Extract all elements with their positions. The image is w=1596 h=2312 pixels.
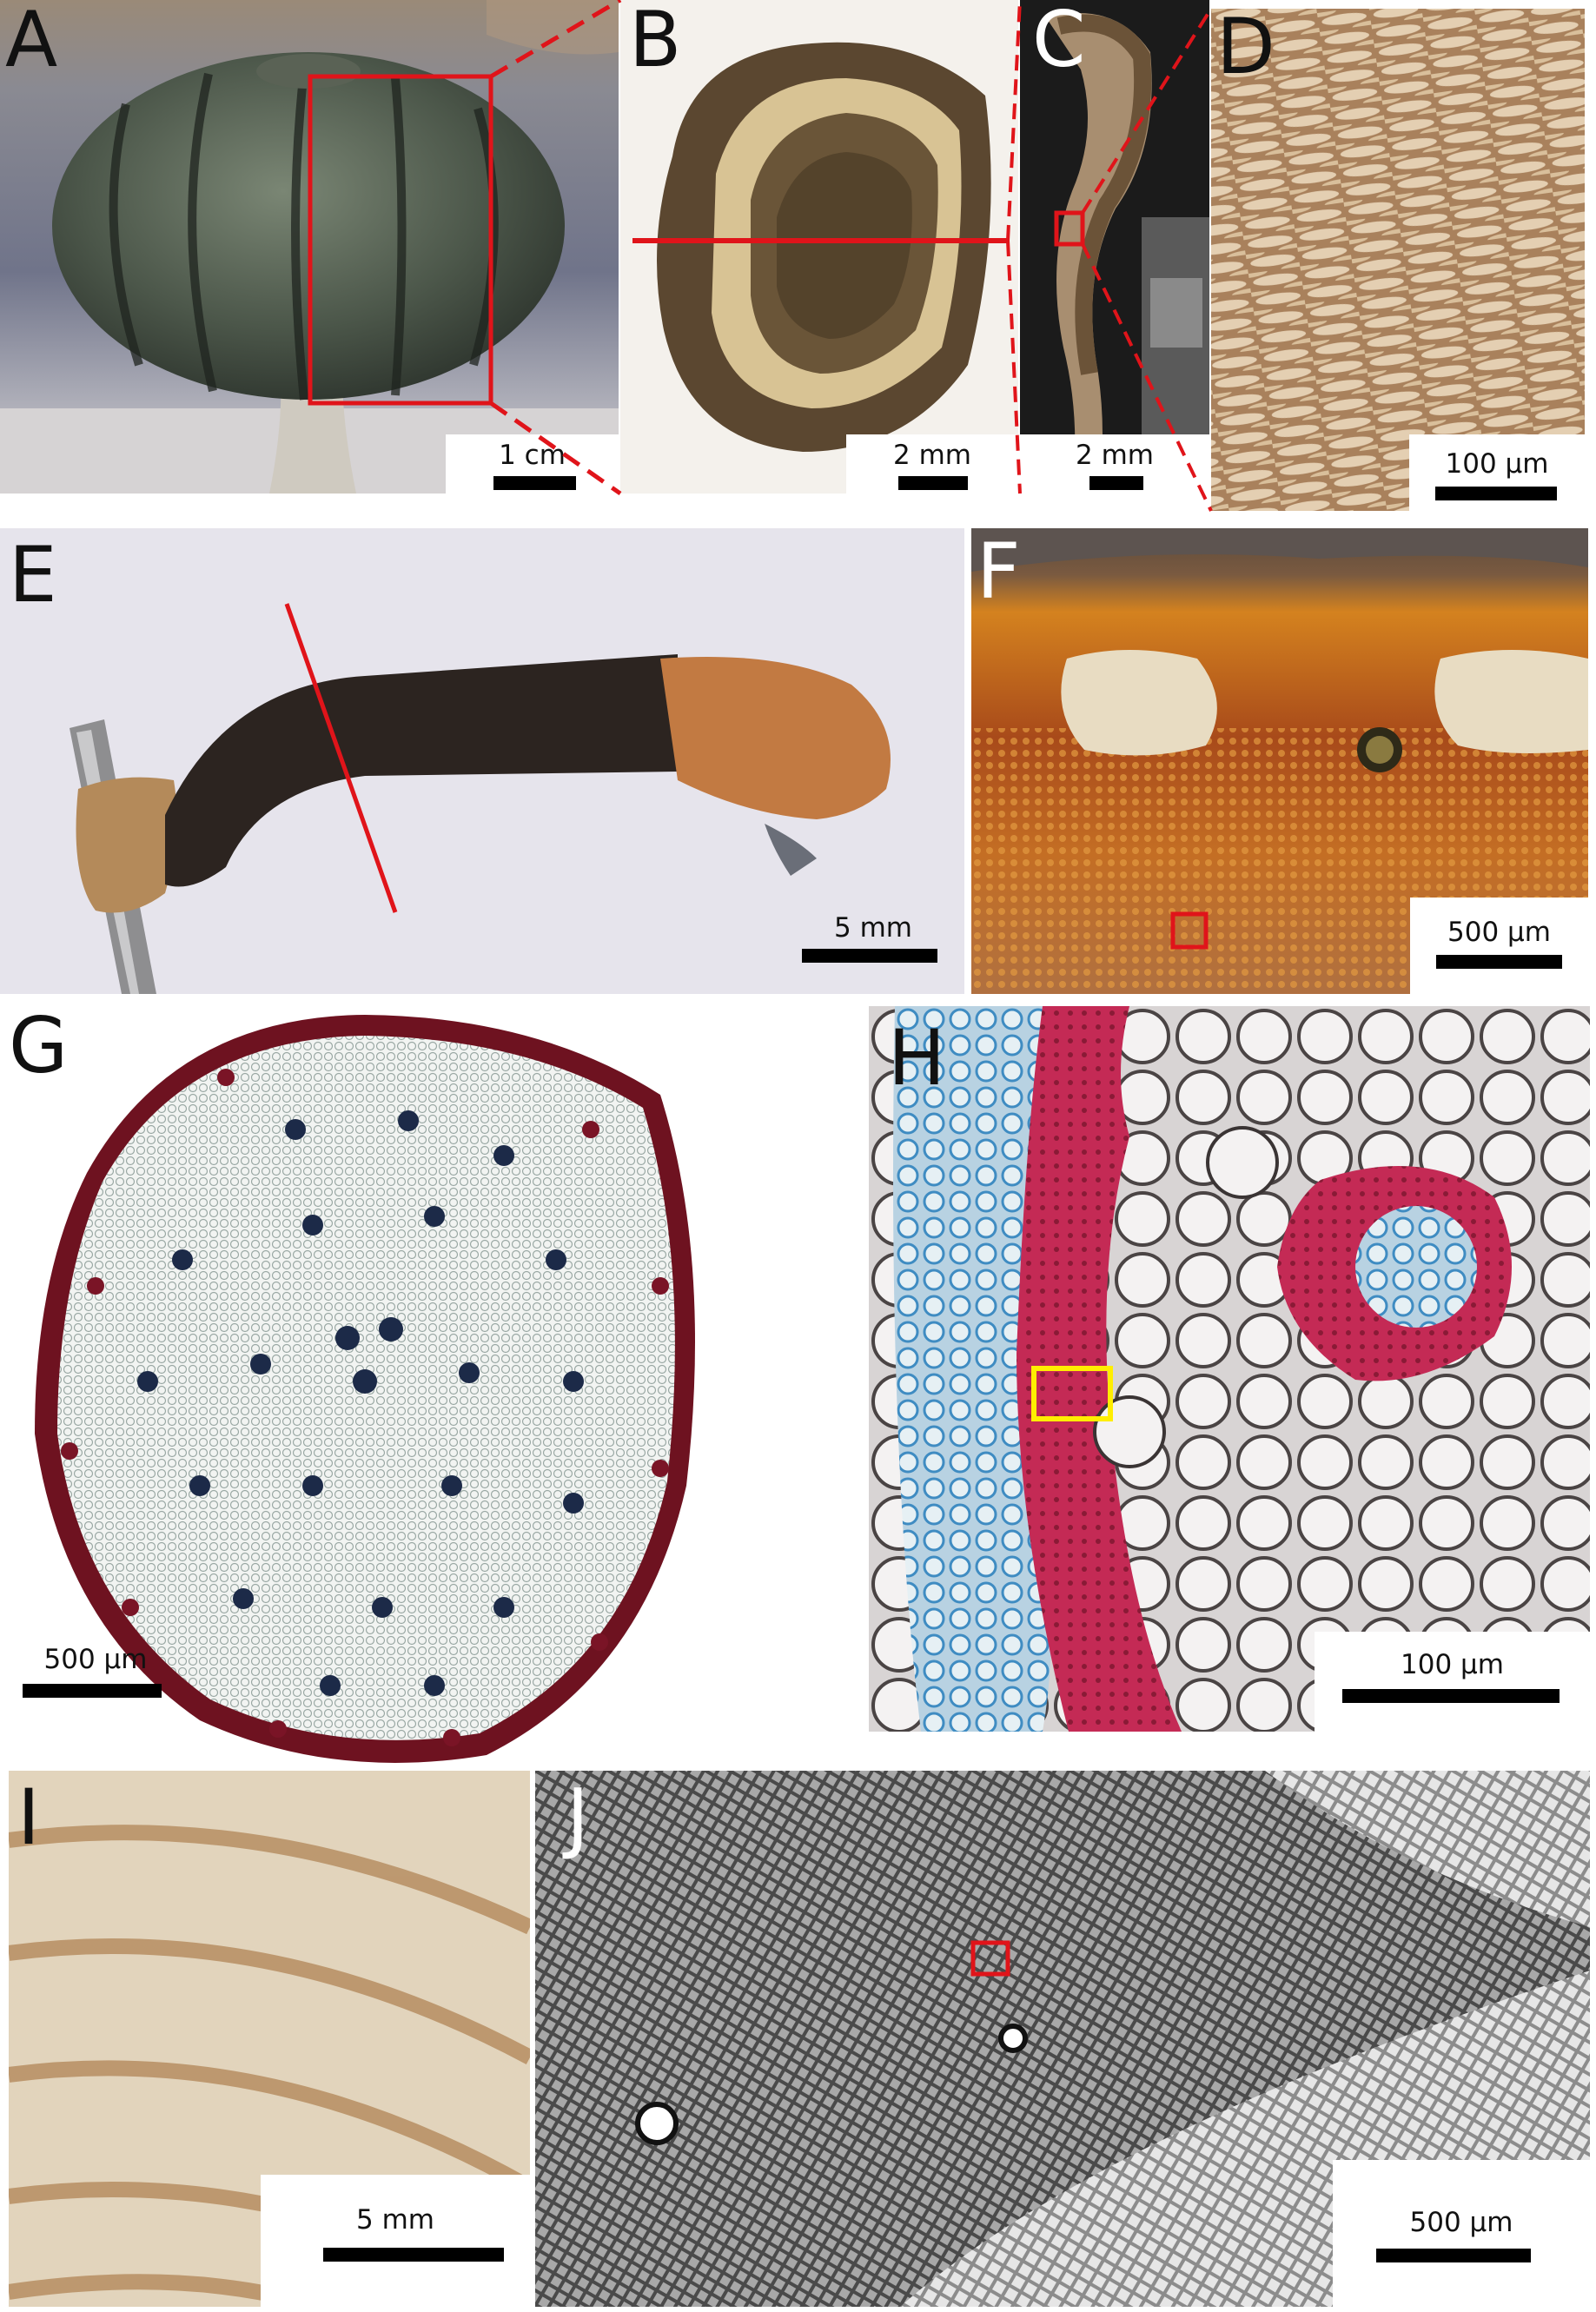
panel-d-scale-label: 100 µm (1445, 448, 1549, 480)
panel-g: G 500 µm (0, 999, 860, 1781)
panel-b-connector-top (1006, 0, 1022, 242)
panel-e-scale-label: 5 mm (834, 912, 912, 944)
panel-e-section-line (284, 603, 398, 913)
panel-h-letter: H (888, 1013, 946, 1103)
panel-i: I 5 mm (9, 1771, 530, 2307)
panel-c-zoom-box (1054, 210, 1085, 247)
panel-h: H 100 µm (869, 1006, 1590, 1732)
panel-i-letter: I (17, 1772, 40, 1862)
panel-f-zoom-box (1170, 911, 1209, 950)
panel-b-scale-line (898, 476, 968, 490)
panel-i-scale-bar: 5 mm (261, 2175, 530, 2307)
panel-j-scale-line (1376, 2249, 1531, 2262)
panel-g-letter: G (9, 1001, 69, 1090)
panel-c-connector-top (1081, 7, 1213, 215)
panel-f-letter: F (977, 528, 1021, 616)
panel-c-connector-bottom (1081, 243, 1213, 512)
panel-b-scale-bar: 2 mm (846, 434, 1018, 494)
panel-i-scale-line (323, 2248, 504, 2262)
row4-annotations (970, 1940, 1010, 1977)
panel-f: F 500 µm (971, 528, 1588, 994)
panel-e-letter: E (9, 530, 57, 619)
panel-d-image (1211, 9, 1585, 511)
panel-h-image (869, 1006, 1590, 1732)
panel-e-scale-bar: 5 mm (799, 902, 947, 971)
panel-a-scale-line (493, 476, 576, 490)
row1-annotations (308, 0, 1213, 512)
panel-c-scale-line (1089, 476, 1143, 490)
panel-b-letter: B (629, 0, 682, 84)
panel-i-scale-label: 5 mm (356, 2204, 434, 2236)
panel-g-image (0, 999, 860, 1781)
panel-a-connector-bottom (489, 401, 622, 496)
row2-annotations (284, 603, 1209, 950)
panel-j-letter: J (566, 1772, 589, 1862)
panel-a-zoom-box (308, 74, 493, 406)
panel-d: D 100 µm (1211, 9, 1585, 511)
panel-d-letter: D (1216, 9, 1275, 91)
row3-annotations (1031, 1366, 1113, 1421)
panel-a-letter: A (5, 0, 58, 84)
panel-c-image (1020, 0, 1209, 494)
panel-f-scale-bar: 500 µm (1410, 898, 1588, 994)
panel-f-scale-label: 500 µm (1447, 917, 1551, 948)
panel-j: J 500 µm (535, 1771, 1590, 2307)
panel-e-scale-line (802, 949, 937, 963)
panel-e: E 5 mm (0, 528, 964, 994)
panel-h-zoom-box (1031, 1366, 1113, 1421)
panel-e-image (0, 528, 964, 994)
panel-a-connector-top (489, 0, 622, 79)
panel-d-scale-bar: 100 µm (1409, 434, 1585, 511)
panel-j-scale-bar: 500 µm (1333, 2160, 1590, 2307)
panel-j-scale-label: 500 µm (1409, 2207, 1513, 2238)
panel-j-zoom-box (970, 1940, 1010, 1977)
panel-b-image (620, 0, 1018, 494)
panel-d-scale-line (1435, 487, 1557, 500)
panel-c-letter: C (1032, 0, 1086, 84)
panel-h-scale-line (1342, 1689, 1560, 1703)
panel-g-scale-line (23, 1684, 162, 1698)
panel-b-scale-label: 2 mm (893, 440, 971, 471)
panel-g-scale-bar: 500 µm (17, 1633, 174, 1712)
panel-b: B 2 mm (620, 0, 1018, 494)
panel-g-scale-label: 500 µm (43, 1644, 148, 1675)
panel-a-scale-bar: 1 cm (446, 434, 619, 494)
panel-b-connector-bottom (1006, 240, 1022, 494)
panel-c-scale-label: 2 mm (1076, 440, 1154, 471)
panel-c: C 2 mm (1020, 0, 1209, 494)
panel-h-scale-bar: 100 µm (1315, 1632, 1590, 1732)
panel-f-scale-line (1436, 955, 1562, 969)
panel-h-scale-label: 100 µm (1401, 1649, 1504, 1680)
